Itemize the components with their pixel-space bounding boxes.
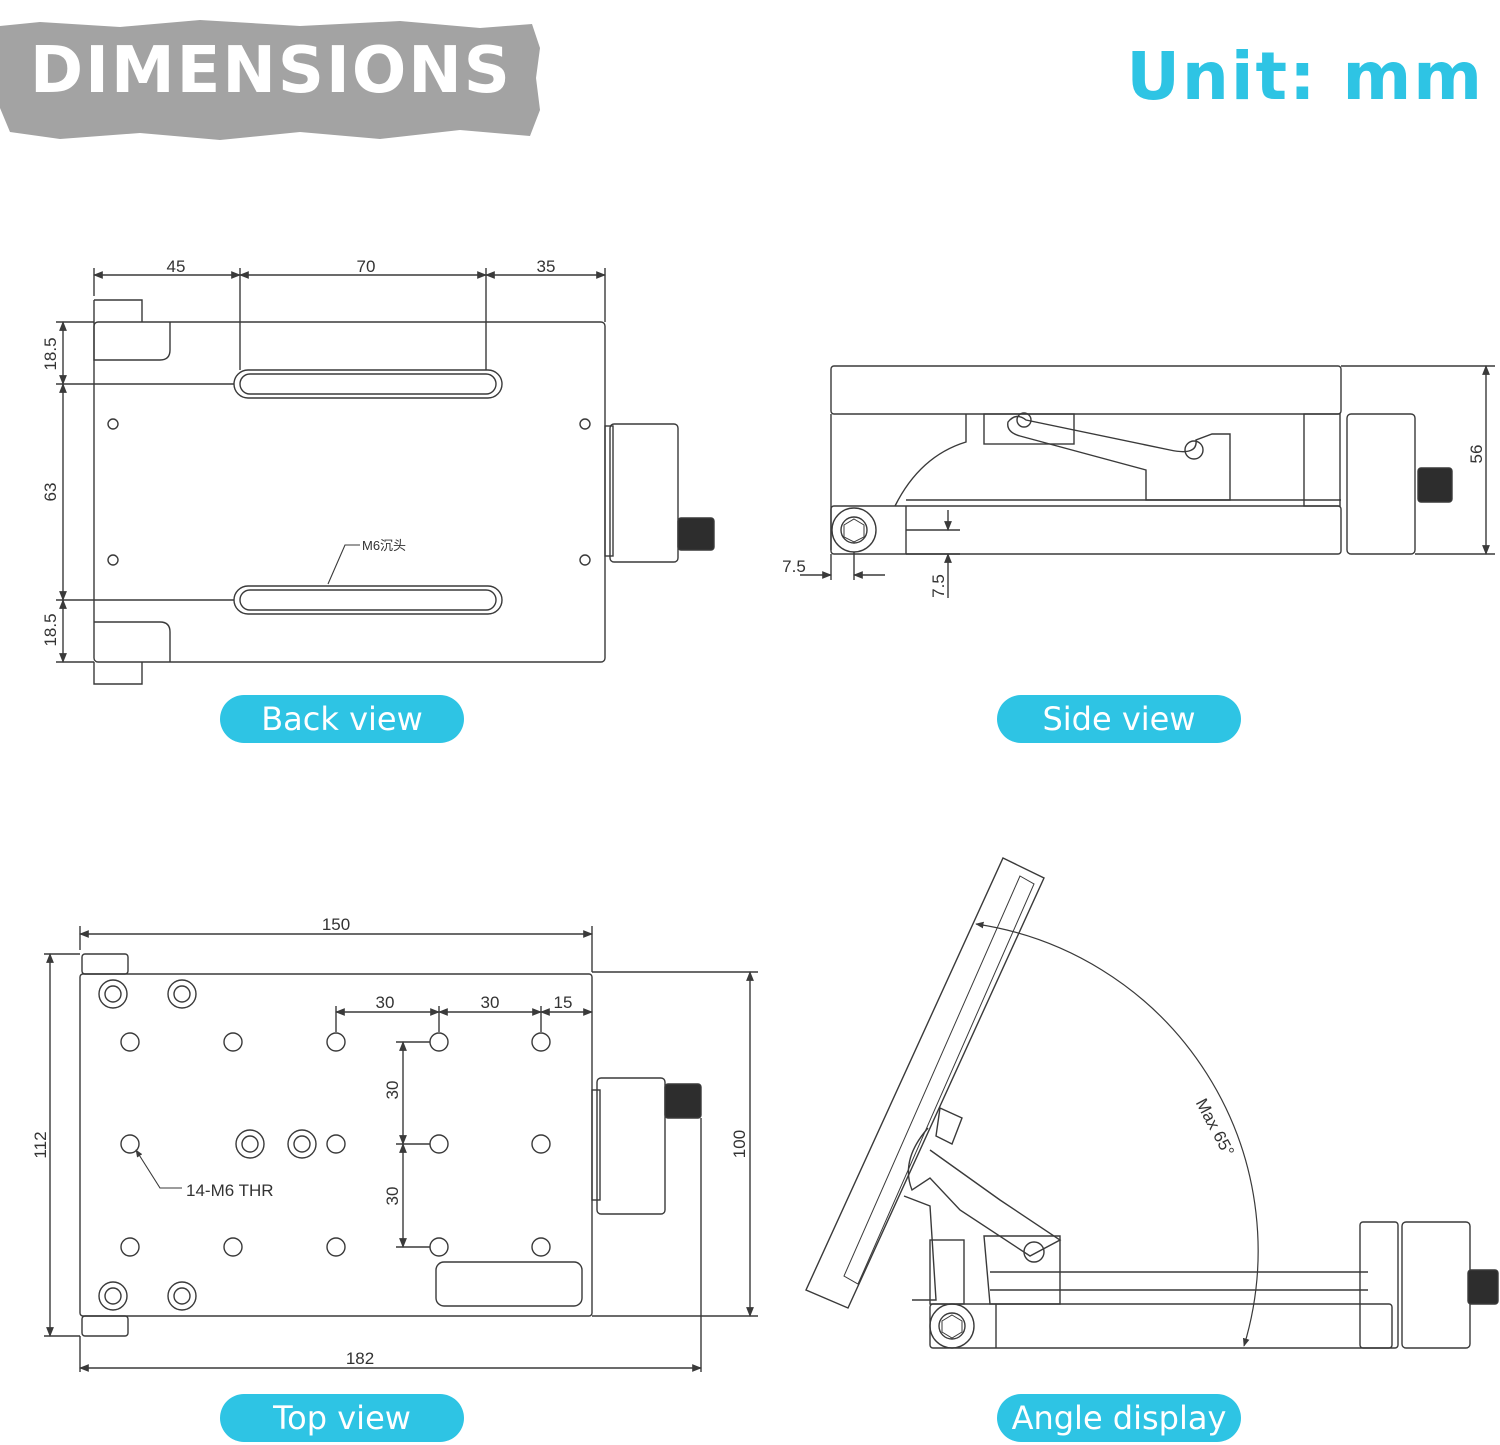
angle-view-link-pivot — [1023, 1241, 1045, 1263]
dim-182: 182 — [346, 1349, 374, 1368]
side-view-pivot-inner — [840, 516, 868, 544]
dim-63: 63 — [41, 483, 60, 502]
angle-view-tilted-plate — [805, 857, 1045, 1309]
side-view-bracket — [830, 414, 967, 550]
side-view-lever-end — [1184, 440, 1204, 460]
side-view-lever — [1007, 415, 1231, 501]
top-view-screw — [664, 1083, 702, 1119]
dim-30-h2: 30 — [481, 993, 500, 1012]
angle-view-base-plate — [929, 1303, 1393, 1349]
back-view-drawing — [56, 268, 715, 685]
dim-150: 150 — [322, 915, 350, 934]
angle-view-end-block — [1359, 1221, 1399, 1349]
side-view-end-block — [1303, 413, 1341, 507]
angle-view-pivot-inner — [938, 1312, 966, 1340]
back-view-lower-slot-inner — [239, 589, 497, 611]
back-view-knob-mount — [604, 425, 614, 557]
back-view-screw — [677, 517, 715, 551]
dim-15: 15 — [554, 993, 573, 1012]
back-view-top-tab — [93, 299, 171, 361]
side-view-screw — [1417, 467, 1453, 503]
dim-100: 100 — [730, 1130, 749, 1158]
caption-angle-display: Angle display — [997, 1394, 1241, 1442]
dim-18-5-top: 18.5 — [41, 337, 60, 370]
angle-view-drawing — [805, 857, 1499, 1349]
caption-back-view: Back view — [220, 695, 464, 743]
back-view-plate — [93, 321, 606, 663]
top-view-knob-mount — [591, 1089, 601, 1201]
side-view-top-plate — [830, 365, 1342, 415]
side-view-drawing — [800, 365, 1495, 598]
dim-7-5-y: 7.5 — [929, 574, 948, 598]
top-view-label-plate — [435, 1261, 583, 1307]
top-view-knob-body — [596, 1077, 666, 1215]
back-view-hole — [579, 554, 591, 566]
side-view-hex — [843, 518, 865, 543]
back-view-knob-body — [609, 423, 679, 563]
side-view-pivot-outer — [831, 507, 877, 553]
top-view-threaded-holes — [120, 1032, 551, 1257]
back-view-hole — [579, 418, 591, 430]
top-view-leader — [135, 1149, 182, 1189]
side-view-link-block — [983, 413, 1075, 445]
caption-side-view: Side view — [997, 695, 1241, 743]
back-view-upper-slot-inner — [239, 373, 497, 395]
back-view-leader — [327, 544, 360, 585]
dim-30-h1: 30 — [376, 993, 395, 1012]
dim-30-v1: 30 — [383, 1081, 402, 1100]
top-view-bottom-tab — [81, 1315, 129, 1337]
dim-18-5-bottom: 18.5 — [41, 613, 60, 646]
angle-view-arc — [975, 921, 1259, 1347]
back-view-hole — [107, 554, 119, 566]
side-view-knob-body — [1346, 413, 1416, 555]
dim-56: 56 — [1467, 445, 1486, 464]
top-view-counterbores — [98, 979, 317, 1311]
dim-112: 112 — [31, 1131, 50, 1158]
dim-45: 45 — [167, 257, 186, 276]
top-view-top-tab — [81, 953, 129, 975]
caption-top-view: Top view — [220, 1394, 464, 1442]
angle-view-pivot-outer — [929, 1303, 975, 1349]
dim-70: 70 — [357, 257, 376, 276]
page-title: DIMENSIONS — [30, 34, 512, 108]
dim-7-5-x: 7.5 — [782, 557, 806, 576]
angle-note: Max 65° — [1192, 1095, 1238, 1159]
unit-label: Unit: mm — [1126, 38, 1484, 115]
side-view-lever-pivot — [1016, 412, 1032, 428]
thread-note: 14-M6 THR — [186, 1181, 274, 1200]
angle-view-knob-body — [1401, 1221, 1471, 1349]
dim-35: 35 — [537, 257, 556, 276]
slot-note: M6沉头 — [362, 538, 406, 553]
title-banner — [0, 20, 540, 140]
back-view-hole — [107, 418, 119, 430]
dim-30-v2: 30 — [383, 1187, 402, 1206]
top-view-drawing — [44, 926, 758, 1372]
angle-view-screw — [1467, 1269, 1499, 1305]
back-view-bottom-tab — [93, 621, 171, 685]
